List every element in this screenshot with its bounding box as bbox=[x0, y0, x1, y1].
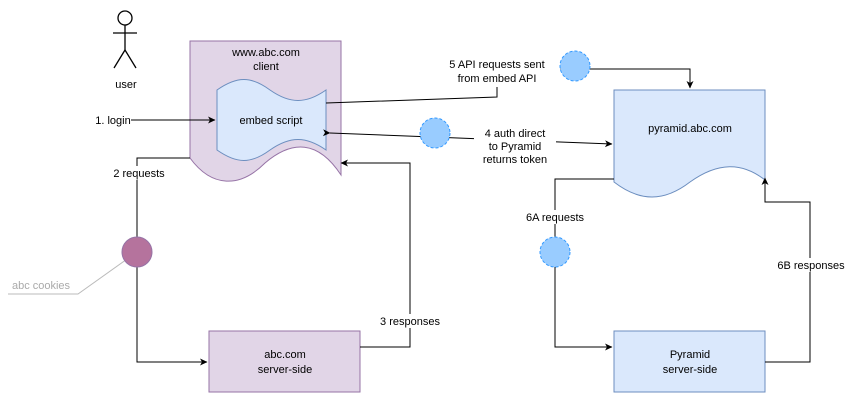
pyramid-server-label-line2: server-side bbox=[663, 364, 717, 376]
cookies-label: abc cookies bbox=[12, 280, 71, 292]
edge-api-label-line2: from embed API bbox=[458, 73, 537, 85]
embed-script-label: embed script bbox=[240, 115, 303, 127]
client-title-line2: client bbox=[253, 61, 279, 73]
abc-server-label-line2: server-side bbox=[258, 364, 312, 376]
embed-script-tape-shape bbox=[216, 79, 327, 161]
edge-requests-label: 2 requests bbox=[113, 168, 165, 180]
edge-responses-label: 3 responses bbox=[380, 316, 440, 328]
edge-6a-requests-label: 6A requests bbox=[526, 212, 585, 224]
pyramid-document-shape bbox=[613, 89, 766, 198]
edge-api-label-bg bbox=[440, 57, 560, 87]
pyramid-server-box bbox=[613, 330, 766, 393]
cookies-callout-line bbox=[8, 251, 138, 295]
pyramid-document-label: pyramid.abc.com bbox=[648, 123, 732, 135]
edge-login-label: 1. login bbox=[95, 115, 130, 127]
abc-server-box bbox=[208, 330, 361, 393]
api-request-bubble-icon bbox=[559, 50, 591, 82]
edge-6b-responses-arrow bbox=[761, 177, 811, 363]
edge-auth-arrow bbox=[322, 129, 613, 148]
client-title-line1: www.abc.com bbox=[231, 47, 300, 59]
cookie-bubble-icon bbox=[121, 236, 153, 268]
edge-auth-label-line3: returns token bbox=[483, 154, 547, 166]
edge-responses-arrow bbox=[340, 159, 411, 348]
edge-api-label-line1: 5 API requests sent bbox=[449, 59, 544, 71]
edge-responses-label-bg bbox=[376, 314, 444, 328]
user-actor-icon bbox=[113, 10, 137, 69]
edge-6b-responses-label: 6B responses bbox=[777, 260, 845, 272]
auth-token-bubble-icon bbox=[419, 117, 451, 149]
server-request-bubble-icon bbox=[539, 236, 571, 268]
edge-auth-label-line1: 4 auth direct bbox=[485, 128, 546, 140]
user-label: user bbox=[115, 79, 137, 91]
pyramid-server-label-line1: Pyramid bbox=[670, 349, 710, 361]
abc-server-label-line1: abc.com bbox=[264, 349, 306, 361]
edge-requests-label-bg bbox=[108, 166, 170, 180]
edge-auth-label-bg bbox=[474, 126, 556, 166]
edge-6a-label-bg bbox=[522, 210, 588, 224]
edge-6b-label-bg bbox=[772, 258, 850, 272]
edge-auth-label-line2: to Pyramid bbox=[489, 141, 542, 153]
